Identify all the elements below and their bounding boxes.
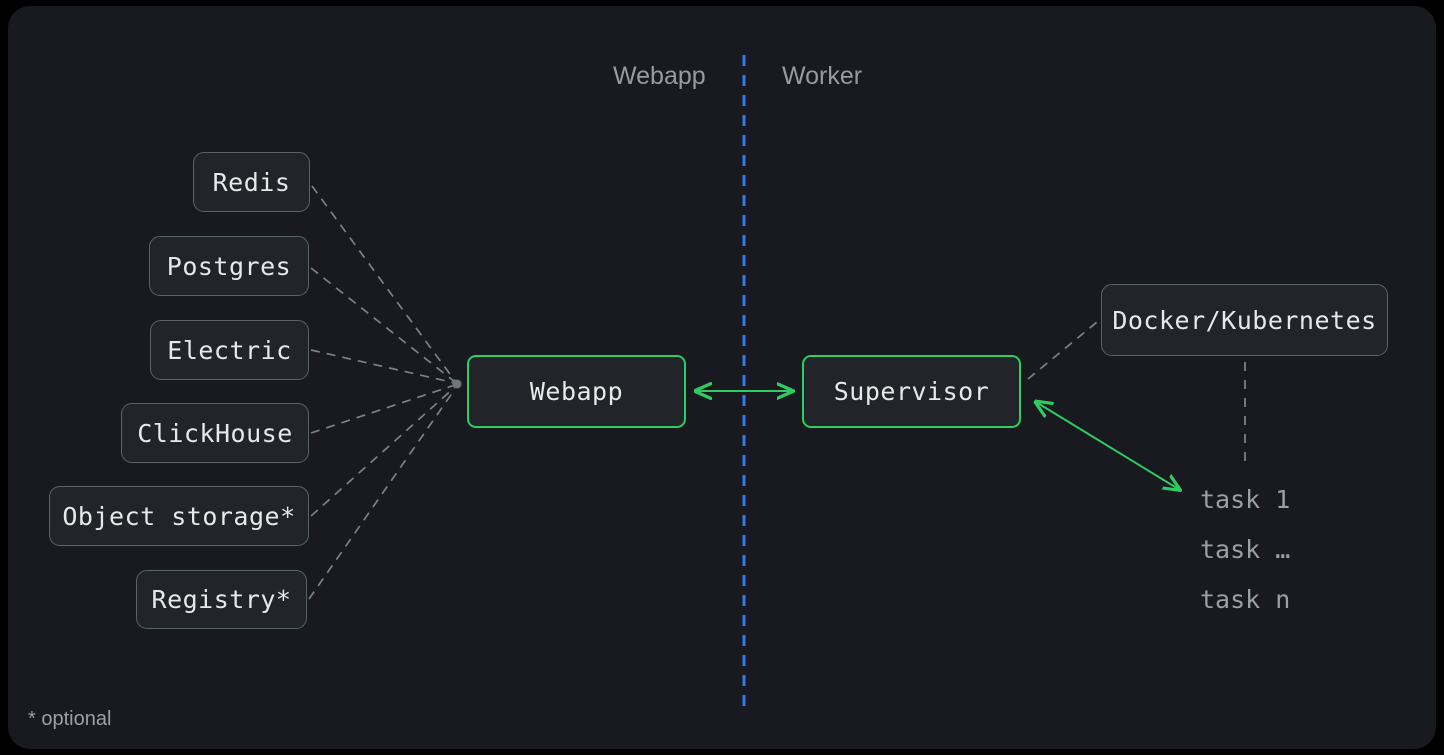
node-object-storage[interactable]: Object storage* [49,486,309,546]
node-postgres[interactable]: Postgres [149,236,309,296]
lane-label-worker: Worker [782,62,863,90]
footnote-optional: * optional [28,708,112,730]
lane-label-webapp: Webapp [613,62,706,90]
task-label-1: task 1 [1200,485,1291,514]
node-clickhouse[interactable]: ClickHouse [121,403,309,463]
task-label-ellipsis: task … [1200,535,1291,564]
node-registry[interactable]: Registry* [136,570,307,629]
node-supervisor[interactable]: Supervisor [802,355,1021,428]
node-redis[interactable]: Redis [193,152,310,212]
node-webapp[interactable]: Webapp [467,355,686,428]
task-label-n: task n [1200,585,1291,614]
node-docker-kubernetes[interactable]: Docker/Kubernetes [1101,284,1388,356]
node-electric[interactable]: Electric [150,320,309,380]
